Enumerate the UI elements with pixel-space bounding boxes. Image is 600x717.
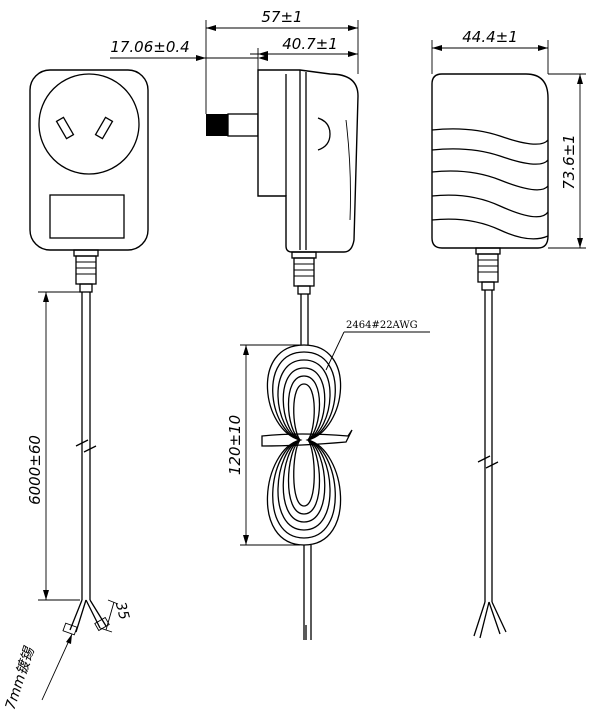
body-depth-label: 40.7±1: [282, 35, 338, 53]
pin-slot-left: [55, 116, 75, 140]
side-body-outline: [257, 69, 359, 253]
strip-leader: [41, 633, 73, 701]
pin-length-dimension: [110, 55, 268, 61]
coil-length-dimension: [240, 344, 300, 546]
label-area: [49, 194, 125, 239]
socket-face: [38, 73, 140, 175]
front-strain-relief: [73, 249, 99, 293]
body-height-dimension: [548, 73, 586, 249]
back-strain-relief: [475, 247, 501, 291]
strip-note-label: 7mm镀锡: [3, 644, 39, 712]
pin-slot-right: [94, 116, 114, 140]
overall-depth-dimension: [205, 20, 359, 114]
plug-pin: [227, 113, 259, 137]
side-release-curve: [317, 117, 331, 151]
coil-length-label: 120±10: [226, 415, 244, 475]
cable-spec-label: 2464#22AWG: [346, 320, 418, 331]
cable-length-label: 6000±60: [26, 435, 44, 505]
front-cable: [62, 292, 110, 636]
cable-length-dimension: [38, 291, 80, 601]
lead-split-dimension: [99, 599, 119, 633]
body-width-dimension: [431, 40, 549, 74]
body-height-label: 73.6±1: [560, 134, 578, 190]
front-body-outline: [29, 69, 149, 251]
side-view: 120±10 2464#22AWG 57±1 40.7±1 17.06±0.4: [110, 8, 430, 640]
cable-coil: [261, 344, 353, 546]
plug-pin-tip: [206, 114, 228, 136]
overall-depth-label: 57±1: [261, 8, 302, 26]
side-strain-relief: [291, 251, 317, 295]
back-view: 44.4±1 73.6±1: [431, 28, 586, 639]
body-depth-dimension: [250, 48, 358, 70]
body-width-label: 44.4±1: [462, 28, 518, 46]
front-view: 6000±60 35 7mm镀锡: [3, 69, 149, 712]
lead-split-label: 35: [112, 600, 132, 621]
back-body-outline: [431, 73, 549, 249]
pin-length-label: 17.06±0.4: [110, 38, 189, 56]
spec-leader: [325, 331, 345, 371]
